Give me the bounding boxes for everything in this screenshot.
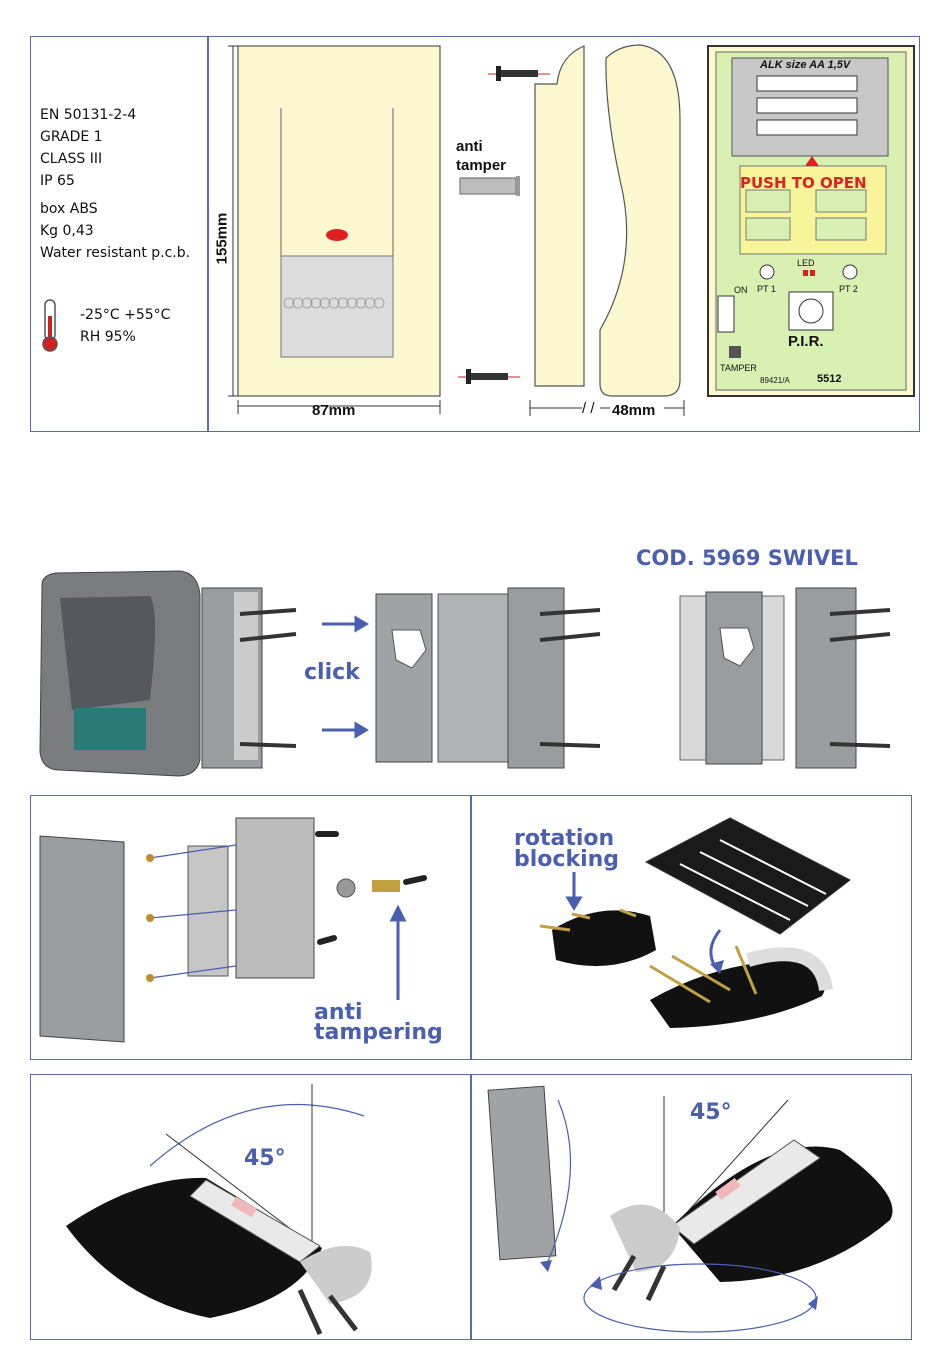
tilt-angle-left: 45°: [244, 1146, 286, 1171]
tilt-angle-right: 45°: [690, 1100, 732, 1125]
